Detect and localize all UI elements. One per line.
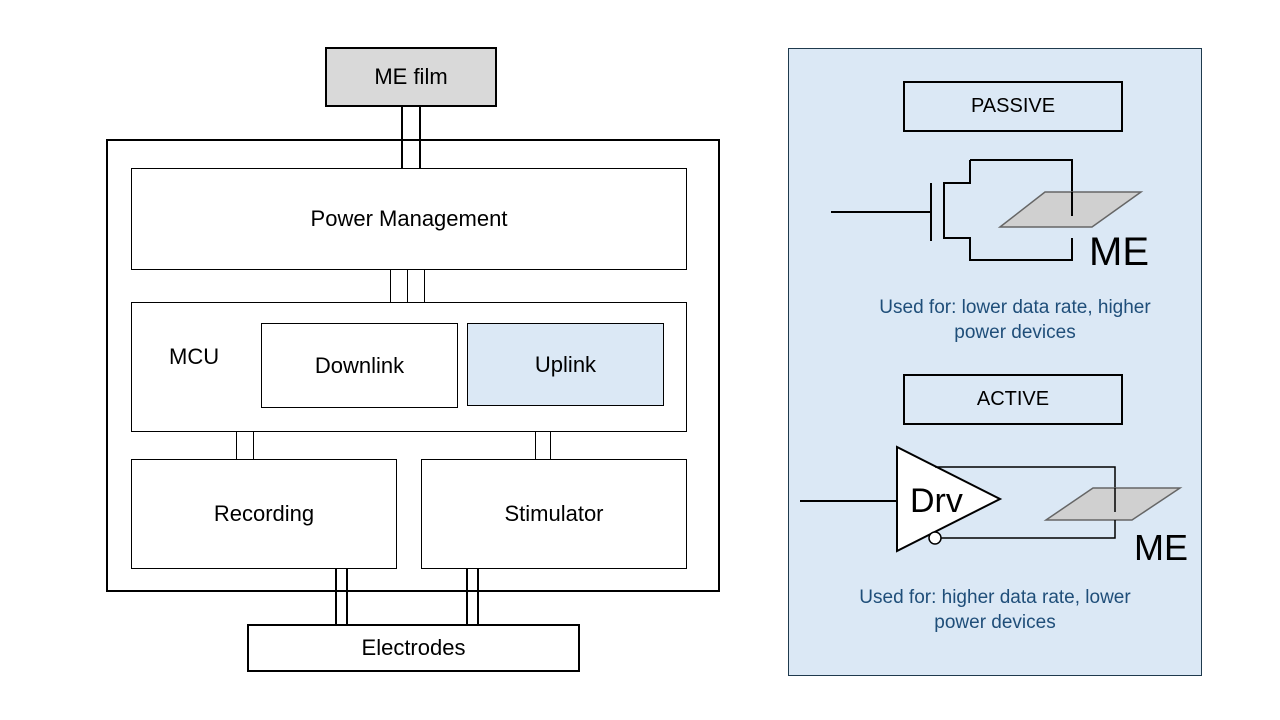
me-film-block: ME film — [325, 47, 497, 107]
connector-line — [390, 270, 391, 303]
transistor-channel — [943, 160, 1073, 261]
implant-enclosure — [106, 139, 720, 592]
uplink-modes-panel — [788, 48, 1202, 676]
power-management-block: Power Management — [131, 168, 687, 270]
downlink-block: Downlink — [261, 323, 458, 408]
me-film-label: ME film — [374, 64, 448, 89]
connector-line — [466, 569, 468, 626]
active-title-box: ACTIVE — [903, 374, 1123, 425]
active-note-line2: power devices — [934, 612, 1056, 633]
active-me-label: ME — [1134, 527, 1188, 568]
electrodes-label: Electrodes — [361, 635, 466, 660]
active-schematic: Drv ME — [800, 445, 1188, 568]
downlink-label: Downlink — [314, 352, 405, 378]
stimulator-block: Stimulator — [421, 459, 687, 569]
connector-line — [401, 107, 403, 169]
connector-line — [407, 270, 408, 303]
passive-note-line1: Used for: lower data rate, higher — [879, 297, 1151, 318]
passive-me-label: ME — [1089, 230, 1149, 274]
recording-label: Recording — [213, 501, 315, 526]
recording-block: Recording — [131, 459, 397, 569]
drain-wire — [970, 159, 1073, 199]
connector-line — [236, 432, 237, 460]
connector-line — [253, 432, 254, 460]
connector-line — [419, 107, 421, 169]
mcu-label: MCU — [169, 344, 220, 369]
connector-line — [550, 432, 551, 460]
me-plate-icon — [1043, 487, 1183, 521]
driver-return-wire — [941, 520, 1116, 539]
connector-line — [424, 270, 425, 303]
connector-line — [346, 569, 348, 626]
active-note: Used for: higher data rate, lower power … — [800, 585, 1190, 635]
uplink-block: Uplink — [467, 323, 664, 406]
passive-title: PASSIVE — [970, 95, 1056, 117]
power-management-label: Power Management — [310, 206, 508, 231]
connector-line — [535, 432, 536, 460]
uplink-label: Uplink — [534, 351, 597, 377]
passive-note-line2: power devices — [954, 322, 1076, 343]
connector-line — [335, 569, 337, 626]
inverting-output-bubble-icon — [928, 531, 942, 545]
passive-note: Used for: lower data rate, higher power … — [820, 295, 1210, 345]
active-title: ACTIVE — [976, 388, 1050, 410]
me-plate-icon — [997, 191, 1144, 228]
connector-line — [477, 569, 479, 626]
passive-title-box: PASSIVE — [903, 81, 1123, 132]
active-note-line1: Used for: higher data rate, lower — [859, 587, 1131, 608]
driver-label: Drv — [910, 482, 963, 520]
driver-triangle-icon — [896, 445, 1003, 553]
electrodes-block: Electrodes — [247, 624, 580, 672]
passive-schematic: ME — [831, 159, 1149, 274]
stimulator-label: Stimulator — [504, 501, 604, 526]
